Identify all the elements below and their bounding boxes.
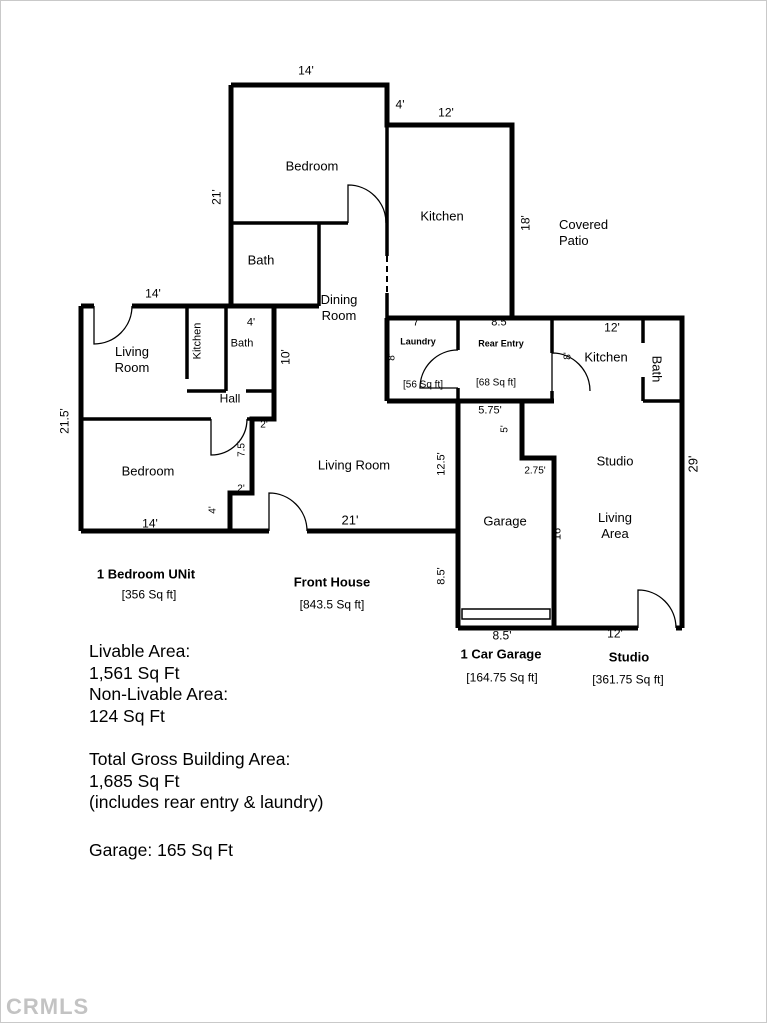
non-livable-area-label: Non-Livable Area:	[89, 684, 229, 704]
caption-one-car-garage: 1 Car Garage	[460, 646, 542, 662]
sqft-one-bedroom-unit: [356 Sq ft]	[121, 587, 177, 602]
dim-garage-notch-height: 5'	[499, 425, 511, 433]
sqft-studio: [361.75 Sq ft]	[592, 672, 664, 687]
dim-studio-divider-height: 8'	[562, 352, 574, 360]
room-kitchen-top: Kitchen	[420, 208, 464, 224]
dim-leftunit-jog-bottom: 2'	[237, 483, 245, 495]
dim-rear-entry-width: 8.5'	[491, 316, 509, 329]
crmls-watermark: CRMLS	[6, 994, 90, 1019]
non-livable-area-value: 124 Sq Ft	[89, 705, 165, 726]
dim-leftunit-bath-width: 4'	[246, 316, 256, 329]
dim-leftunit-jog-mid: 7.5'	[236, 441, 248, 457]
dim-studio-bottom-width: 12'	[607, 626, 623, 641]
dim-leftunit-east-height: 10'	[278, 349, 293, 365]
total-area-note: (includes rear entry & laundry)	[89, 792, 324, 812]
room-living-leftunit: Living Room	[114, 344, 150, 375]
dim-garage-left-upper: 12.5'	[435, 452, 448, 476]
sqft-laundry: [56 Sq ft]	[402, 379, 444, 391]
room-kitchen-leftunit: Kitchen	[191, 322, 204, 360]
total-area-label: Total Gross Building Area:	[89, 749, 291, 769]
sqft-one-car-garage: [164.75 Sq ft]	[466, 670, 538, 685]
dim-front-bottom-width: 21'	[341, 512, 359, 528]
area-covered-patio: Covered Patio	[559, 217, 609, 248]
room-living-area-studio: Living Area	[598, 510, 632, 541]
room-kitchen-studio: Kitchen	[584, 349, 628, 365]
garage-area-note: Garage: 165 Sq Ft	[89, 839, 233, 860]
livable-area-label: Livable Area:	[89, 641, 191, 661]
room-bedroom-leftunit: Bedroom	[121, 463, 175, 479]
dim-leftunit-left-height: 21.5'	[57, 408, 72, 434]
room-hall: Hall	[219, 391, 241, 406]
room-bath-leftunit: Bath	[230, 337, 254, 350]
room-studio: Studio	[596, 453, 634, 469]
sqft-front-house: [843.5 Sq ft]	[299, 597, 365, 612]
room-living-front: Living Room	[317, 457, 391, 473]
dim-laundry-height: 8'	[386, 353, 398, 361]
caption-one-bedroom-unit: 1 Bedroom UNit	[96, 566, 196, 582]
dim-garage-bottom-width: 8.5'	[492, 628, 512, 643]
room-dining: Dining Room	[320, 292, 358, 323]
dim-top-step: 4'	[395, 97, 405, 112]
room-bath-studio: Bath	[649, 355, 665, 383]
total-area-value: 1,685 Sq Ft	[89, 770, 180, 791]
dim-garage-top-width: 5.75'	[478, 404, 502, 417]
dim-leftunit-jog-top: 2'	[260, 419, 268, 431]
dim-garage-divider-height: 16'	[551, 525, 564, 541]
room-rear-entry: Rear Entry	[478, 338, 524, 349]
door-swings	[93, 184, 677, 629]
room-garage: Garage	[483, 513, 527, 529]
dim-studio-right-height: 29'	[685, 455, 701, 473]
dim-top-left-height: 21'	[209, 189, 224, 205]
room-bedroom-top: Bedroom	[285, 158, 339, 174]
garage-door	[461, 608, 551, 620]
area-summary: Livable Area: 1,561 Sq Ft Non-Livable Ar…	[89, 641, 323, 861]
caption-front-house: Front House	[293, 574, 371, 590]
caption-studio: Studio	[608, 649, 650, 665]
room-bath-top: Bath	[247, 252, 275, 268]
dim-laundry-width: 7'	[412, 316, 422, 329]
dim-leftunit-top-width: 14'	[145, 286, 161, 301]
room-laundry: Laundry	[400, 336, 436, 347]
dim-top-kitchen-width: 12'	[438, 105, 454, 120]
dim-leftunit-jog-south: 4'	[207, 506, 219, 514]
dim-leftunit-bottom-width: 14'	[142, 516, 158, 531]
dim-top-bedroom-width: 14'	[298, 63, 314, 78]
sqft-rear-entry: [68 Sq ft]	[475, 377, 517, 389]
dim-studio-kitchen-width: 12'	[604, 320, 620, 335]
walls-interior	[81, 125, 682, 421]
livable-area-value: 1,561 Sq Ft	[89, 662, 180, 683]
dim-top-kitchen-height: 18'	[518, 215, 533, 231]
dim-garage-left-lower: 8.5'	[435, 567, 448, 585]
dim-garage-notch-width: 2.75'	[524, 465, 546, 477]
